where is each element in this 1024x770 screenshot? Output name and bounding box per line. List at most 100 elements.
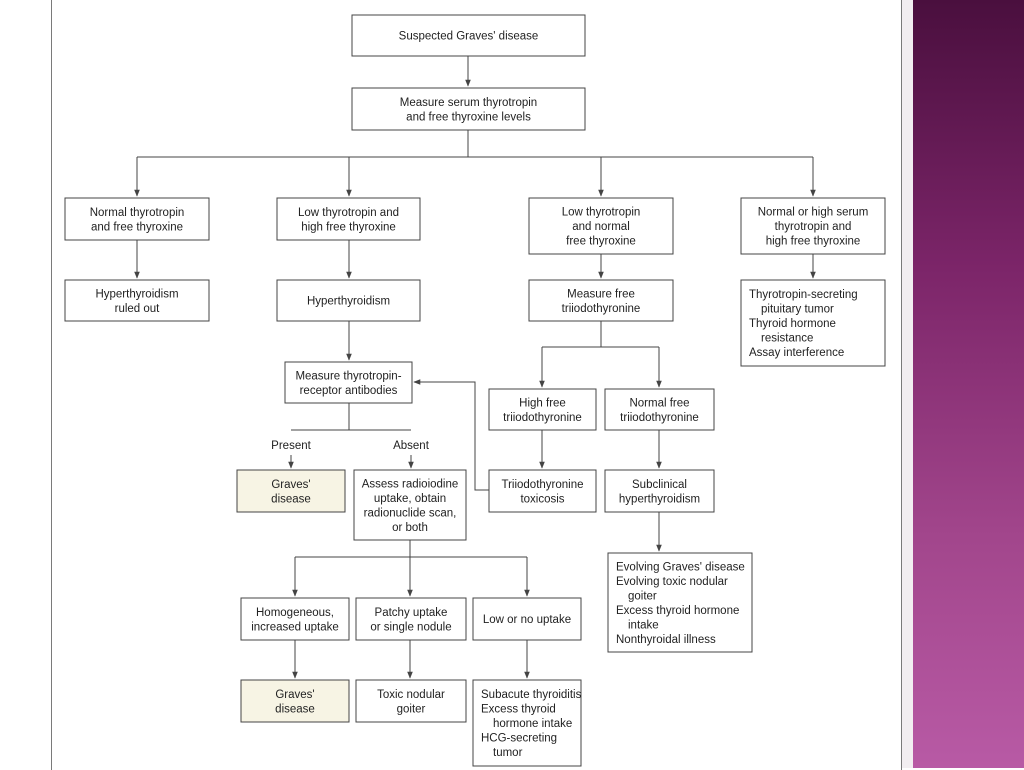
node-text-line: triiodothyronine bbox=[562, 303, 641, 315]
node-text-line: tumor bbox=[493, 747, 523, 759]
node-box bbox=[355, 597, 467, 641]
node-text-line: Patchy uptake bbox=[375, 607, 448, 619]
node-box bbox=[351, 87, 586, 131]
edge-label-absent: Absent bbox=[393, 440, 430, 452]
node-box bbox=[236, 469, 346, 513]
node-text-line: High free bbox=[519, 397, 566, 409]
node-text-line: radionuclide scan, bbox=[364, 507, 457, 519]
node-text-line: Measure free bbox=[567, 288, 635, 300]
node-text-line: free thyroxine bbox=[566, 236, 636, 248]
node-normal-t3: Normal free triiodothyronine bbox=[604, 388, 715, 431]
node-text-line: Measure thyrotropin- bbox=[295, 370, 401, 382]
node-text-line: or single nodule bbox=[370, 621, 451, 633]
node-box bbox=[284, 361, 413, 404]
node-text-line: HCG-secreting bbox=[481, 733, 557, 745]
node-text-line: intake bbox=[628, 619, 659, 631]
node-low-tsh-normal-t4: Low thyrotropin and normal free thyroxine bbox=[528, 197, 674, 255]
node-text-line: Subacute thyroiditis bbox=[481, 689, 582, 701]
node-text-line: goiter bbox=[628, 590, 657, 602]
node-patchy: Patchy uptake or single nodule bbox=[355, 597, 467, 641]
node-box bbox=[740, 197, 886, 255]
node-graves1: Graves' disease bbox=[236, 469, 346, 513]
node-box bbox=[604, 469, 715, 513]
node-text-line: resistance bbox=[761, 333, 813, 345]
node-high-tsh: Normal or high serum thyrotropin and high … bbox=[740, 197, 886, 255]
node-text-line: disease bbox=[275, 703, 315, 715]
node-box bbox=[472, 679, 582, 767]
node-assess: Assess radioiodine uptake, obtain radionuc… bbox=[353, 469, 467, 541]
node-text-line: Nonthyroidal illness bbox=[616, 634, 716, 646]
node-text-line: triiodothyronine bbox=[620, 412, 699, 424]
node-text-line: receptor antibodies bbox=[300, 385, 398, 397]
node-box bbox=[240, 597, 350, 641]
edge-label-present: Present bbox=[271, 440, 311, 452]
node-text-line: and free thyroxine bbox=[91, 221, 183, 233]
node-box bbox=[472, 597, 582, 641]
node-text-line: and free thyroxine levels bbox=[406, 111, 531, 123]
node-measure-t3: Measure free triiodothyronine bbox=[528, 279, 674, 322]
node-text-line: Normal or high serum bbox=[758, 207, 869, 219]
node-box bbox=[64, 279, 210, 322]
node-text-line: disease bbox=[271, 493, 311, 505]
node-low-tsh-high-t4: Low thyrotropin and high free thyroxine bbox=[276, 197, 421, 241]
node-box bbox=[528, 197, 674, 255]
node-box bbox=[240, 679, 350, 723]
node-text-line: Subclinical bbox=[632, 479, 687, 491]
node-text-line: or both bbox=[392, 522, 428, 534]
node-box bbox=[488, 469, 597, 513]
node-box bbox=[740, 279, 886, 367]
node-text-line: hormone intake bbox=[493, 718, 572, 730]
node-text-line: Low thyrotropin bbox=[562, 207, 641, 219]
flowchart-edges bbox=[134, 56, 816, 679]
node-text-line: and normal bbox=[572, 221, 630, 233]
node-text-line: high free thyroxine bbox=[301, 221, 396, 233]
node-box bbox=[276, 279, 421, 322]
node-suspected: Suspected Graves' disease bbox=[351, 14, 586, 57]
node-toxic-goiter: Toxic nodular goiter bbox=[355, 679, 467, 723]
node-text-line: thyrotropin and bbox=[775, 221, 852, 233]
node-text-line: high free thyroxine bbox=[766, 236, 861, 248]
node-text-line: Thyrotropin-secreting bbox=[749, 289, 858, 301]
node-text-line: pituitary tumor bbox=[761, 304, 834, 316]
node-text-line: Assess radioiodine bbox=[362, 478, 459, 490]
node-text-line: Low thyrotropin and bbox=[298, 207, 399, 219]
node-text-line: Normal free bbox=[629, 397, 689, 409]
node-text-line: triiodothyronine bbox=[503, 412, 582, 424]
node-text-line: Excess thyroid hormone bbox=[616, 605, 739, 617]
node-measure-trab: Measure thyrotropin-receptor antibodies bbox=[284, 361, 413, 404]
node-normal-tsh: Normal thyrotropin and free thyroxine bbox=[64, 197, 210, 241]
node-box bbox=[276, 197, 421, 241]
node-tsh-secreting: Thyrotropin-secreting pituitary tumorThyr… bbox=[740, 279, 886, 367]
node-box bbox=[488, 388, 597, 431]
node-text-line: increased uptake bbox=[251, 621, 339, 633]
node-box bbox=[607, 552, 753, 653]
node-hyperthyroidism: Hyperthyroidism bbox=[276, 279, 421, 322]
node-text-line: Triiodothyronine bbox=[501, 479, 583, 491]
node-text-line: Thyroid hormone bbox=[749, 318, 836, 330]
node-box bbox=[64, 197, 210, 241]
edge-toxicosis-to-trab bbox=[413, 379, 489, 491]
node-high-t3: High free triiodothyronine bbox=[488, 388, 597, 431]
node-text-line: Normal thyrotropin bbox=[90, 207, 185, 219]
node-text-line: Evolving Graves' disease bbox=[616, 561, 745, 573]
node-text-line: ruled out bbox=[115, 303, 161, 315]
node-text-line: goiter bbox=[397, 703, 426, 715]
node-graves2: Graves'disease bbox=[240, 679, 350, 723]
sidebar-band-shadow bbox=[900, 0, 913, 768]
node-text-line: Hyperthyroidism bbox=[307, 296, 390, 308]
node-text-line: Graves' bbox=[271, 479, 310, 491]
node-text-line: uptake, obtain bbox=[374, 493, 446, 505]
node-text-line: Excess thyroid bbox=[481, 704, 556, 716]
node-box bbox=[528, 279, 674, 322]
node-text-line: Suspected Graves' disease bbox=[399, 31, 539, 43]
node-low-uptake: Low or no uptake bbox=[472, 597, 582, 641]
node-text-line: Toxic nodular bbox=[377, 689, 445, 701]
